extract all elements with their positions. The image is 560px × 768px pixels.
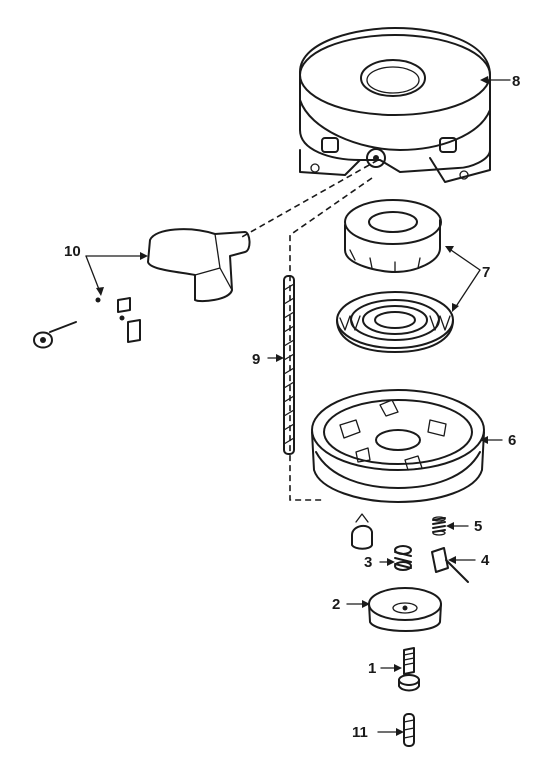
part-5-spring bbox=[432, 516, 446, 536]
callout-labels: 8 7 10 9 6 5 4 3 2 1 11 bbox=[64, 73, 520, 741]
callout-4: 4 bbox=[481, 552, 490, 569]
part-9-rope bbox=[283, 275, 295, 455]
leader-lines bbox=[85, 76, 511, 736]
callout-7: 7 bbox=[482, 264, 490, 281]
part-4-pawl bbox=[431, 547, 469, 583]
callout-3: 3 bbox=[364, 554, 372, 571]
pawl-retainer bbox=[351, 513, 373, 550]
part-8-starter-housing bbox=[299, 27, 491, 183]
callout-2: 2 bbox=[332, 596, 340, 613]
part-1-screw bbox=[398, 647, 420, 692]
part-11-roll-pin bbox=[403, 713, 415, 747]
callout-6: 6 bbox=[508, 432, 516, 449]
part-6-pulley bbox=[311, 389, 485, 503]
part-7-spring-assembly bbox=[336, 199, 454, 353]
callout-1: 1 bbox=[368, 660, 376, 677]
callout-10: 10 bbox=[64, 243, 81, 260]
callout-11: 11 bbox=[352, 724, 368, 741]
callout-8: 8 bbox=[512, 73, 520, 90]
assembly-guide-lines bbox=[239, 159, 379, 501]
callout-9: 9 bbox=[252, 351, 260, 368]
callout-5: 5 bbox=[474, 518, 482, 535]
part-10-handle-assembly bbox=[33, 228, 251, 349]
part-3-spring bbox=[394, 545, 412, 571]
part-2-retainer-cup bbox=[368, 587, 442, 632]
